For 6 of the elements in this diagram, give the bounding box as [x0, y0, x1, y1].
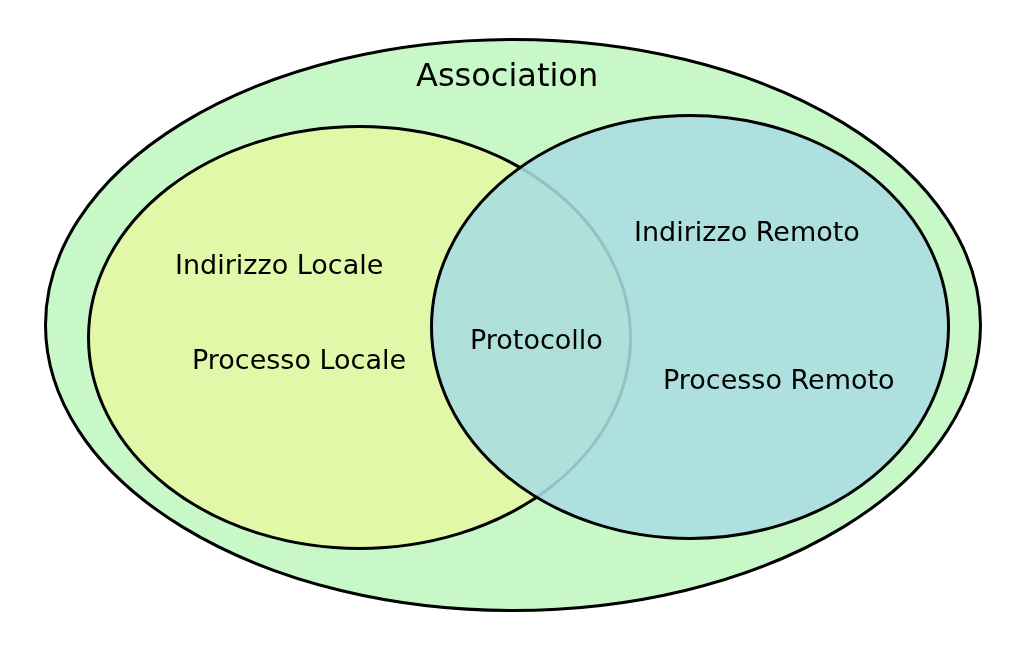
- ellipse-label: Processo Remoto: [663, 364, 895, 395]
- ellipse-label: Indirizzo Locale: [175, 249, 384, 280]
- heading-label: Association: [416, 56, 599, 94]
- ellipse-label: Processo Locale: [192, 344, 407, 375]
- overlap-label: Protocollo: [470, 324, 603, 355]
- ellipse-label: Indirizzo Remoto: [634, 216, 860, 247]
